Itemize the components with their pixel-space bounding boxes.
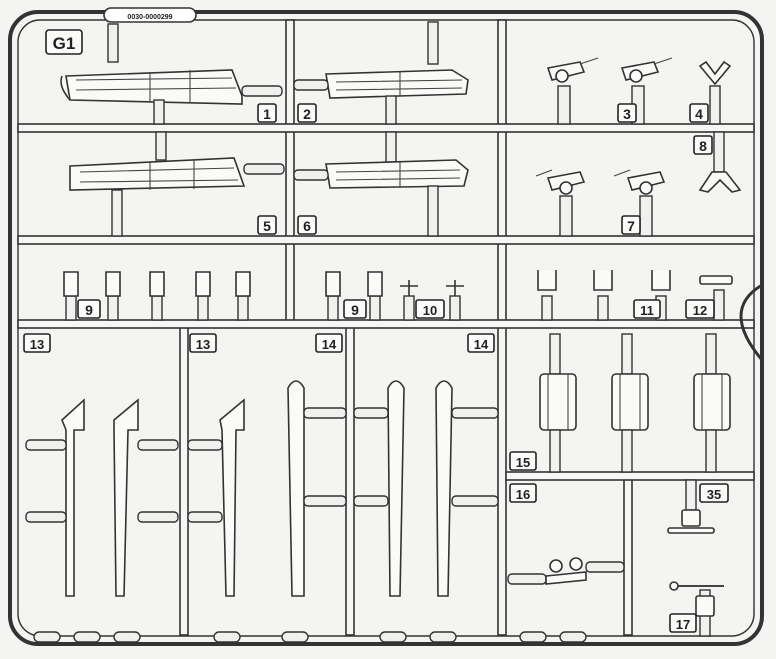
part-number-15-text: 15 xyxy=(516,455,530,470)
part-number-6: 6 xyxy=(297,215,317,235)
gate-tab xyxy=(73,631,101,643)
runner-h4 xyxy=(505,471,755,481)
part-number-35: 35 xyxy=(699,483,729,503)
runner-v4 xyxy=(345,324,355,636)
part-11-group xyxy=(537,270,671,321)
part-number-35-text: 35 xyxy=(707,487,721,502)
part-16 xyxy=(507,557,625,585)
part-number-3-text: 3 xyxy=(623,106,631,122)
sprue-code: 0030-0000299 xyxy=(127,14,172,21)
part-number-4-text: 4 xyxy=(695,106,703,122)
part-3-a xyxy=(546,57,599,125)
part-number-7: 7 xyxy=(621,215,641,235)
part-number-9b: 9 xyxy=(343,299,367,319)
part-number-9a-text: 9 xyxy=(85,302,93,318)
part-14-group xyxy=(287,380,499,597)
part-number-9a: 9 xyxy=(77,299,101,319)
part-number-11-text: 11 xyxy=(640,303,654,318)
gate-tab xyxy=(519,631,547,643)
runner-h1 xyxy=(17,123,755,133)
part-number-13b-text: 13 xyxy=(196,337,210,352)
runner-v3 xyxy=(179,324,189,636)
part-7-a xyxy=(535,169,586,237)
part-number-9b-text: 9 xyxy=(351,302,359,318)
part-number-2-text: 2 xyxy=(303,106,311,122)
part-8 xyxy=(698,131,742,193)
runner-right-bulge xyxy=(739,283,764,361)
part-number-11: 11 xyxy=(633,299,661,319)
part-number-5: 5 xyxy=(257,215,277,235)
part-2 xyxy=(293,21,469,125)
part-35 xyxy=(667,479,715,534)
part-number-1: 1 xyxy=(257,103,277,123)
part-number-1-text: 1 xyxy=(263,106,271,122)
part-number-13b: 13 xyxy=(189,333,217,353)
part-9-group xyxy=(63,271,383,321)
gate-tab xyxy=(559,631,587,643)
part-number-17-text: 17 xyxy=(676,617,690,632)
gate-tab xyxy=(113,631,141,643)
runner-v5 xyxy=(623,477,633,636)
part-number-16-text: 16 xyxy=(516,487,530,502)
part-5 xyxy=(69,131,285,237)
part-number-8: 8 xyxy=(693,135,713,155)
part-number-4: 4 xyxy=(689,103,709,123)
part-1 xyxy=(60,23,283,125)
part-number-13a: 13 xyxy=(23,333,51,353)
part-number-3: 3 xyxy=(617,103,637,123)
part-7-b xyxy=(613,169,666,237)
part-number-8-text: 8 xyxy=(699,138,707,154)
part-number-16: 16 xyxy=(509,483,537,503)
gate-tab xyxy=(379,631,407,643)
runner-v1 xyxy=(285,19,295,326)
part-4 xyxy=(698,60,732,125)
gate-tab xyxy=(281,631,309,643)
part-17 xyxy=(669,581,724,637)
part-number-14a-text: 14 xyxy=(322,337,337,352)
part-number-7-text: 7 xyxy=(627,218,635,234)
sprue-code-tab xyxy=(103,7,197,23)
part-number-14a: 14 xyxy=(315,333,343,353)
part-number-5-text: 5 xyxy=(263,218,271,234)
part-number-10: 10 xyxy=(415,299,445,319)
part-number-6-text: 6 xyxy=(303,218,311,234)
part-13-group xyxy=(25,398,245,597)
part-number-13a-text: 13 xyxy=(30,337,44,352)
part-number-14b-text: 14 xyxy=(474,337,489,352)
runner-h3 xyxy=(17,319,755,329)
part-number-12: 12 xyxy=(685,299,715,319)
runner-h2 xyxy=(17,235,755,245)
bottom-gates xyxy=(33,631,587,643)
part-number-17: 17 xyxy=(669,613,697,633)
part-number-15: 15 xyxy=(509,451,537,471)
part-number-10-text: 10 xyxy=(423,303,437,318)
gate-tab xyxy=(33,631,61,643)
part-6 xyxy=(293,131,469,237)
part-number-12-text: 12 xyxy=(693,303,707,318)
gate-tab xyxy=(429,631,457,643)
gate-tab xyxy=(213,631,241,643)
part-number-14b: 14 xyxy=(467,333,495,353)
part-10-group xyxy=(400,280,464,321)
sprue-frame xyxy=(8,10,764,646)
sprue-letter: G1 xyxy=(53,34,76,53)
part-number-2: 2 xyxy=(297,103,317,123)
part-15-group xyxy=(539,333,731,473)
sprue-letter-box xyxy=(45,29,83,55)
